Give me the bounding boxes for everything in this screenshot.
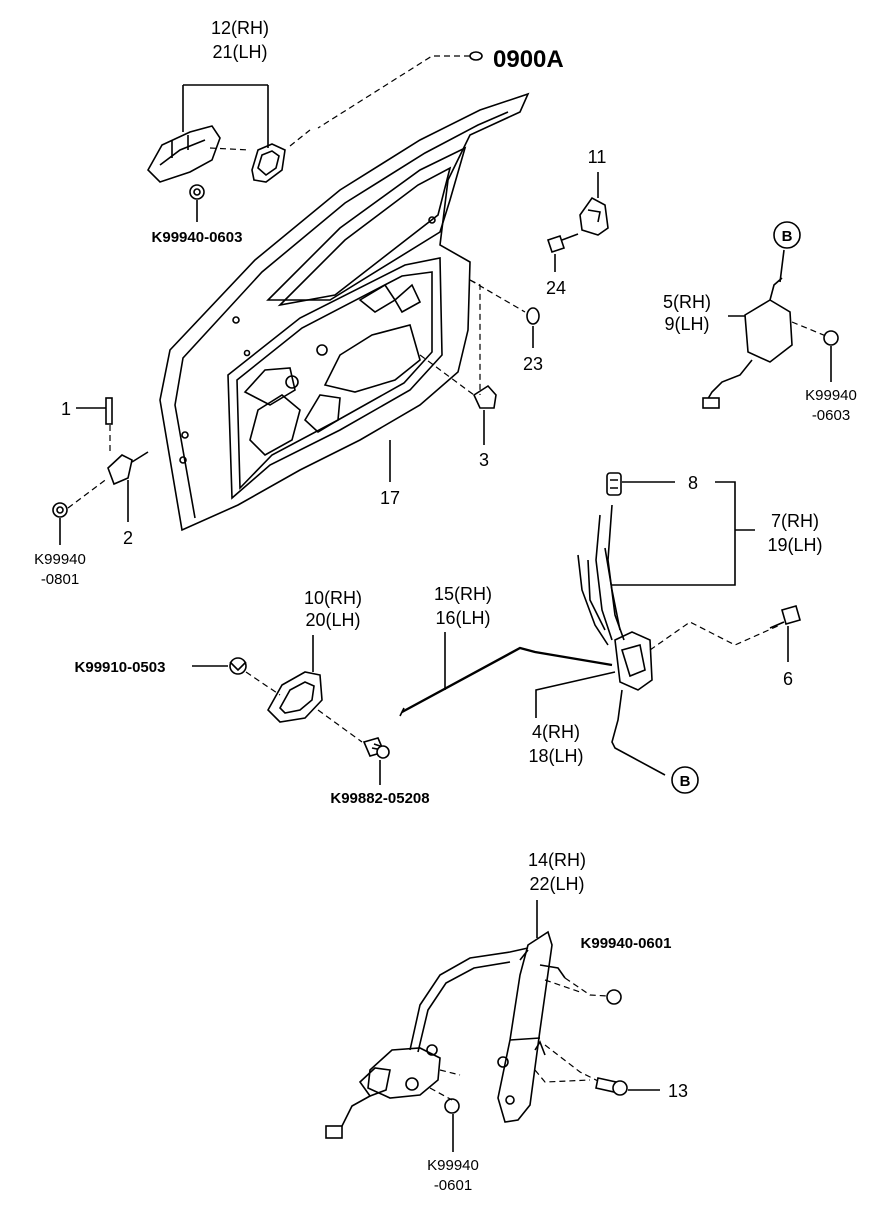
label-13: 13 bbox=[668, 1081, 688, 1101]
label-5-rh: 5(RH) bbox=[663, 292, 711, 312]
label-clip-left: K99910-0503 bbox=[75, 659, 166, 676]
clip-3 bbox=[472, 384, 497, 409]
striker-parts bbox=[52, 397, 149, 518]
label-24: 24 bbox=[546, 278, 566, 298]
label-11: 11 bbox=[588, 147, 607, 167]
bolt-6 bbox=[769, 605, 801, 629]
label-b-top: B bbox=[782, 228, 793, 245]
label-nut-regulator-top: K99940-0601 bbox=[581, 935, 672, 952]
label-20-lh: 20(LH) bbox=[305, 610, 360, 630]
label-2: 2 bbox=[123, 528, 133, 548]
dash-handle-ref bbox=[289, 55, 470, 147]
label-nut-top: K99940-0603 bbox=[152, 229, 243, 246]
label-b-bottom: B bbox=[680, 773, 691, 790]
inside-handle bbox=[229, 657, 323, 723]
hinge-11 bbox=[579, 196, 609, 236]
label-18-lh: 18(LH) bbox=[528, 746, 583, 766]
label-1: 1 bbox=[61, 399, 71, 419]
label-9-lh: 9(LH) bbox=[664, 314, 709, 334]
grommet-23 bbox=[526, 307, 540, 325]
lock-rods bbox=[577, 504, 625, 646]
screw-05208 bbox=[362, 737, 390, 759]
outside-handle-assembly bbox=[147, 125, 286, 200]
label-4-rh: 4(RH) bbox=[532, 722, 580, 742]
ref-connector bbox=[469, 51, 483, 61]
bolt-13 bbox=[595, 1077, 628, 1096]
label-6: 6 bbox=[783, 669, 793, 689]
label-nut-regulator-bottom-1: K99940 bbox=[427, 1157, 479, 1174]
marker-b-bottom bbox=[671, 766, 699, 794]
leader-12-21 bbox=[182, 84, 269, 148]
label-7-rh: 7(RH) bbox=[771, 511, 819, 531]
label-14-rh: 14(RH) bbox=[528, 850, 586, 870]
label-23: 23 bbox=[523, 354, 543, 374]
label-16-lh: 16(LH) bbox=[435, 608, 490, 628]
label-nut-left-1: K99940 bbox=[34, 551, 86, 568]
window-regulator bbox=[325, 930, 622, 1139]
label-nut-right-1: K99940 bbox=[805, 387, 857, 404]
label-ref-code: 0900A bbox=[493, 46, 564, 73]
label-19-lh: 19(LH) bbox=[767, 535, 822, 555]
label-nut-left-2: -0801 bbox=[41, 571, 79, 588]
label-8: 8 bbox=[688, 473, 698, 493]
label-22-lh: 22(LH) bbox=[529, 874, 584, 894]
label-nut-regulator-bottom-2: -0601 bbox=[434, 1177, 472, 1194]
label-17: 17 bbox=[380, 488, 400, 508]
marker-b-top bbox=[773, 221, 801, 249]
door-shell bbox=[159, 92, 530, 532]
label-12-rh: 12(RH) bbox=[211, 18, 269, 38]
label-3: 3 bbox=[479, 450, 489, 470]
label-screw-bottom: K99882-05208 bbox=[330, 790, 429, 807]
bolt-24 bbox=[546, 233, 579, 254]
label-nut-right-2: -0603 bbox=[812, 407, 850, 424]
label-15-rh: 15(RH) bbox=[434, 584, 492, 604]
door-lock-actuator bbox=[702, 277, 839, 409]
label-21-lh: 21(LH) bbox=[212, 42, 267, 62]
rod-clip-8 bbox=[606, 472, 622, 496]
rod-15-16 bbox=[399, 646, 613, 717]
door-latch bbox=[611, 631, 666, 776]
label-10-rh: 10(RH) bbox=[304, 588, 362, 608]
